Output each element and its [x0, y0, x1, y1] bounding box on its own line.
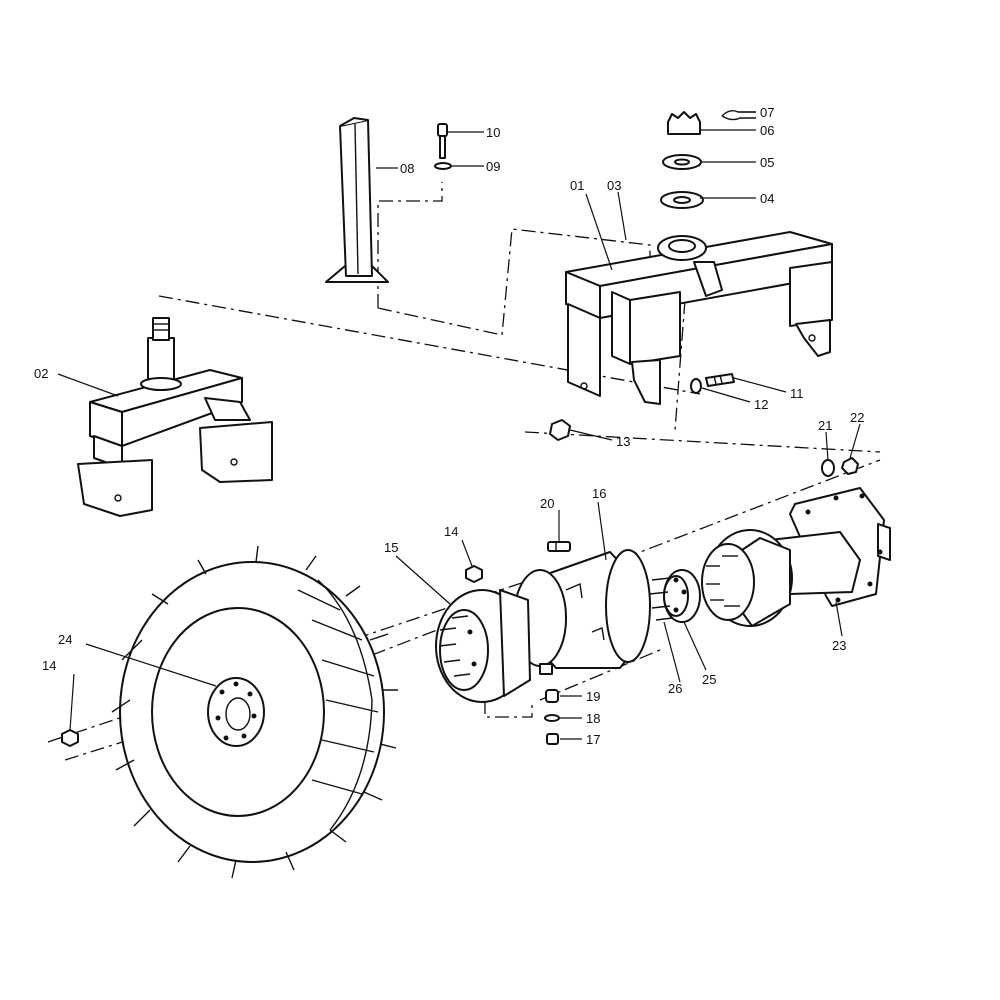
callout-09: 09 — [486, 159, 500, 174]
part-18-washer — [544, 714, 560, 722]
part-15-hub — [435, 589, 531, 703]
callout-06: 06 — [760, 123, 774, 138]
part-08-post — [325, 117, 389, 283]
part-20-bolt — [547, 541, 571, 552]
callout-10: 10 — [486, 125, 500, 140]
part-05-washer — [662, 154, 702, 170]
callout-21: 21 — [818, 418, 832, 433]
part-17-bolt — [546, 733, 559, 745]
part-13-nut — [549, 419, 571, 441]
callout-01: 01 — [570, 178, 584, 193]
part-04-washer — [660, 191, 704, 209]
part-16-brake-drum — [513, 549, 651, 675]
part-11-bolt — [705, 373, 735, 387]
callout-25: 25 — [702, 672, 716, 687]
callout-23: 23 — [832, 638, 846, 653]
callout-02: 02 — [34, 366, 48, 381]
part-12-washer — [690, 378, 702, 394]
callout-14-lower: 14 — [42, 658, 56, 673]
part-bearing-carrier — [701, 529, 793, 627]
callout-16: 16 — [592, 486, 606, 501]
callout-19: 19 — [586, 689, 600, 704]
callout-03: 03 — [607, 178, 621, 193]
callout-24: 24 — [58, 632, 72, 647]
callout-17: 17 — [586, 732, 600, 747]
callout-04: 04 — [760, 191, 774, 206]
part-22-nut — [841, 457, 859, 475]
part-01-frame — [565, 231, 833, 405]
callout-labels: 01 02 03 04 05 06 07 08 09 10 11 12 13 1… — [34, 105, 864, 747]
part-24-wheel-rim — [151, 607, 325, 817]
part-06-castle-nut — [667, 111, 701, 135]
callout-26: 26 — [668, 681, 682, 696]
callout-18: 18 — [586, 711, 600, 726]
part-09-washer — [434, 162, 452, 170]
callout-14-upper: 14 — [444, 524, 458, 539]
callout-11: 11 — [790, 386, 804, 401]
part-21-washer — [821, 459, 835, 477]
part-14-lug-nut-upper — [465, 565, 483, 583]
callout-12: 12 — [754, 397, 768, 412]
callout-20: 20 — [540, 496, 554, 511]
callout-15: 15 — [384, 540, 398, 555]
part-19-nut — [545, 689, 559, 703]
part-26-stud-set — [649, 577, 673, 621]
part-07-cotter-pin — [721, 109, 756, 121]
callout-07: 07 — [760, 105, 774, 120]
callout-05: 05 — [760, 155, 774, 170]
callout-22: 22 — [850, 410, 864, 425]
part-10-bolt — [437, 123, 448, 159]
callout-08: 08 — [400, 161, 414, 176]
part-02-axle-bracket — [77, 317, 273, 517]
callout-13: 13 — [616, 434, 630, 449]
leader-lines — [57, 111, 861, 740]
part-14-lug-nut-lower — [61, 729, 79, 747]
